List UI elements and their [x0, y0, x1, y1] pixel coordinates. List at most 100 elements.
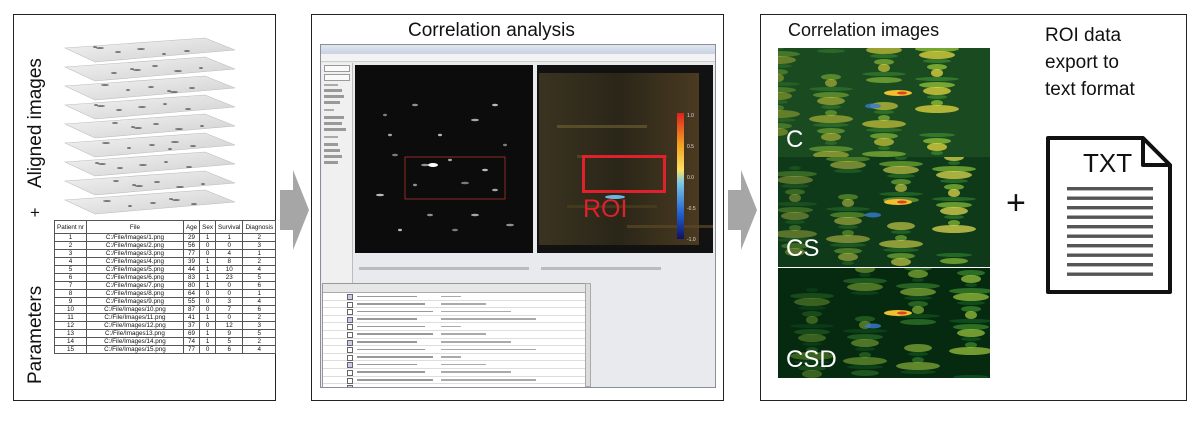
text-line [1067, 196, 1153, 200]
table-cell: 8 [54, 289, 87, 298]
colorbar-tick: 0.0 [687, 175, 694, 181]
option-radio[interactable] [324, 143, 338, 146]
table-cell: 5 [215, 337, 244, 346]
texture-blob [790, 324, 834, 328]
texture-blob [778, 202, 817, 206]
row-checkbox[interactable] [347, 316, 353, 323]
texture-blob [961, 306, 981, 312]
window-menubar [321, 54, 715, 62]
texture-blob [908, 301, 928, 307]
calculate-button[interactable] [324, 65, 350, 72]
row-checkbox[interactable] [347, 331, 353, 338]
row-checkbox[interactable] [347, 339, 353, 346]
hotspot-core [897, 311, 907, 315]
gel-spot [452, 228, 458, 232]
row-checkbox[interactable] [347, 369, 353, 376]
texture-blob [915, 48, 959, 52]
file-table-row[interactable] [323, 384, 585, 387]
option-radio[interactable] [324, 89, 342, 92]
option-radio[interactable] [324, 128, 346, 131]
row-checkbox[interactable] [347, 294, 353, 300]
option-radio[interactable] [324, 122, 342, 125]
file-table-row[interactable] [323, 331, 585, 339]
table-cell: 4 [242, 265, 277, 274]
gel-slider[interactable] [359, 267, 529, 270]
correlation-images-title: Correlation images [788, 20, 940, 40]
file-table-row[interactable] [323, 323, 585, 331]
file-table-row[interactable] [323, 354, 585, 362]
option-radio[interactable] [324, 149, 340, 152]
row-checkbox[interactable] [347, 377, 353, 384]
row-checkbox[interactable] [347, 324, 353, 331]
texture-blob [887, 253, 915, 259]
row-checkbox[interactable] [347, 362, 353, 369]
table-cell: 1 [199, 313, 217, 322]
texture-blob [870, 54, 898, 58]
row-checkbox[interactable] [347, 347, 353, 354]
text-line [1067, 253, 1153, 257]
options-sidebar [322, 63, 353, 288]
texture-blob [919, 133, 955, 137]
texture-blob [778, 110, 800, 118]
recalc-button[interactable] [324, 74, 350, 81]
option-radio[interactable] [324, 161, 338, 164]
gel-spot [388, 133, 392, 137]
texture-blob [940, 258, 968, 264]
row-checkbox[interactable] [347, 309, 353, 316]
texture-blob [887, 174, 915, 178]
file-table-row[interactable] [323, 361, 585, 369]
texture-blob [838, 225, 858, 229]
texture-blob [870, 133, 898, 139]
table-cell: 12 [54, 321, 87, 330]
texture-blob [778, 69, 788, 75]
correlation-image-cs: CS [778, 157, 990, 267]
row-path [357, 363, 417, 366]
texture-blob [821, 133, 841, 141]
row-checkbox[interactable] [347, 301, 353, 308]
text-line [1067, 215, 1153, 219]
corr-slider[interactable] [541, 267, 661, 270]
file-table-row[interactable] [323, 301, 585, 309]
gel-spot [427, 213, 433, 217]
colorbar-tick: 0.5 [687, 144, 694, 150]
option-radio[interactable] [324, 155, 342, 158]
table-scrollbar[interactable] [585, 283, 591, 387]
file-table-row[interactable] [323, 316, 585, 324]
table-cell: C:/File/Images/14.png [85, 337, 184, 346]
table-cell: C:/File/Images/1.png [85, 233, 184, 242]
texture-blob [948, 189, 960, 197]
row-checkbox[interactable] [347, 354, 353, 361]
file-table-row[interactable] [323, 346, 585, 354]
hotspot-core [897, 91, 907, 95]
gel-spot [117, 167, 123, 169]
file-table-row[interactable] [323, 308, 585, 316]
texture-blob [940, 207, 968, 215]
texture-blob [806, 347, 818, 353]
aligned-image-slice [63, 37, 236, 63]
file-table-row[interactable] [323, 369, 585, 377]
gel-spot [421, 163, 429, 167]
texture-blob [927, 64, 947, 70]
row-values [441, 303, 486, 305]
file-table-row[interactable] [323, 293, 585, 301]
gel-spot [111, 72, 117, 74]
text-line [1067, 234, 1153, 238]
option-radio[interactable] [324, 116, 344, 119]
texture-blob [806, 288, 818, 292]
aligned-image-slice [63, 170, 236, 196]
correlation-image-view[interactable]: 1.00.50.0-0.5-1.0 [537, 65, 713, 253]
gel-spot [168, 148, 172, 150]
gel-image-view[interactable] [355, 65, 533, 253]
row-checkbox[interactable] [347, 385, 353, 387]
option-radio[interactable] [324, 101, 340, 104]
texture-blob [838, 194, 858, 200]
file-table-row[interactable] [323, 377, 585, 385]
texture-blob [778, 105, 784, 111]
texture-blob [778, 230, 817, 238]
table-cell: C:/File/Images/8.png [85, 289, 184, 298]
option-radio[interactable] [324, 95, 344, 98]
texture-blob [809, 115, 853, 123]
file-table-row[interactable] [323, 339, 585, 347]
